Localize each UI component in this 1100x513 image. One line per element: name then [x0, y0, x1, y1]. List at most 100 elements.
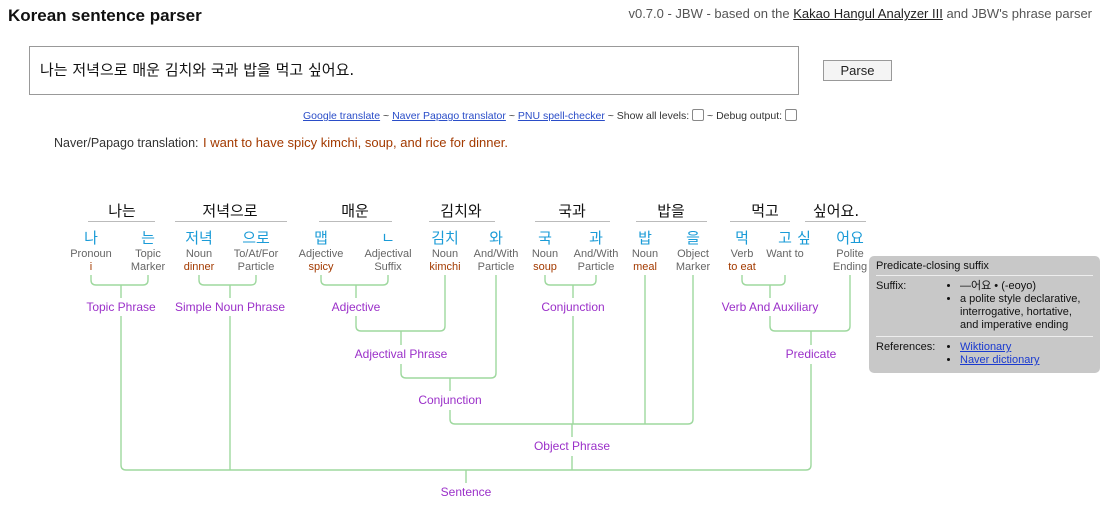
gloss: to eat: [728, 261, 756, 273]
word-label: 싶어요.: [812, 202, 860, 220]
word-label: 저녁으로: [202, 202, 258, 220]
word-underline: [175, 221, 287, 222]
phrase-label: Topic Phrase: [86, 300, 156, 314]
gloss: kimchi: [429, 261, 461, 273]
word-underline: [730, 221, 790, 222]
morpheme[interactable]: 을: [686, 229, 700, 247]
gloss: meal: [633, 261, 657, 273]
part-of-speech: Want to: [766, 248, 804, 260]
part-of-speech: Noun: [531, 248, 559, 260]
sentence-input[interactable]: 나는 저녁으로 매운 김치와 국과 밥을 먹고 싶어요.: [29, 46, 799, 95]
part-of-speech: Verb: [730, 248, 754, 260]
wiktionary-link[interactable]: Wiktionary: [960, 341, 1012, 353]
part-of-speech: Marker: [675, 261, 711, 273]
phrase-label: Predicate: [785, 347, 837, 361]
version-prefix: v0.7.0 - JBW - based on the: [628, 6, 790, 21]
phrase-label: Simple Noun Phrase: [174, 300, 286, 314]
links-separator: ~: [508, 110, 515, 122]
gloss: spicy: [308, 261, 334, 273]
tree-connector: [400, 275, 497, 379]
part-of-speech: Particle: [477, 261, 515, 273]
tree-connector: [198, 275, 257, 286]
show-levels-label: ~ Show all levels:: [607, 110, 690, 122]
tree-connector: [769, 275, 851, 332]
morpheme[interactable]: 저녁: [185, 229, 213, 247]
part-of-speech: Particle: [237, 261, 275, 273]
word-label: 밥을: [657, 202, 685, 220]
tree-connector: [741, 275, 786, 286]
word-label: 김치와: [440, 202, 482, 220]
tree-connector: [544, 275, 597, 286]
word-underline: [429, 221, 495, 222]
tooltip-title: Predicate-closing suffix: [876, 260, 1093, 276]
morpheme[interactable]: 나: [84, 229, 98, 247]
part-of-speech: Adjectival: [364, 248, 412, 260]
morpheme[interactable]: 과: [589, 229, 603, 247]
morpheme[interactable]: 싶: [797, 229, 811, 247]
analyzer-link[interactable]: Kakao Hangul Analyzer III: [793, 6, 943, 21]
morpheme[interactable]: 어요: [836, 229, 864, 247]
word-underline: [805, 221, 866, 222]
papago-link[interactable]: Naver Papago translator: [392, 110, 506, 122]
part-of-speech: Noun: [185, 248, 213, 260]
part-of-speech: Pronoun: [70, 248, 112, 260]
show-levels-checkbox[interactable]: [692, 109, 705, 121]
morpheme[interactable]: 는: [141, 229, 155, 247]
morpheme[interactable]: ㄴ: [381, 229, 395, 247]
app-title: Korean sentence parser: [8, 6, 202, 25]
translation-text: I want to have spicy kimchi, soup, and r…: [203, 135, 508, 150]
part-of-speech: Marker: [130, 261, 166, 273]
word-label: 국과: [558, 202, 586, 220]
morpheme[interactable]: 밥: [638, 229, 652, 247]
morpheme[interactable]: 맵: [314, 229, 328, 247]
phrase-label: Object Phrase: [533, 439, 611, 453]
phrase-label: Sentence: [440, 485, 492, 499]
part-of-speech: Ending: [832, 261, 868, 273]
word-label: 나는: [108, 202, 136, 220]
suffix-item: —어요 • (-eoyo): [960, 280, 1093, 293]
morpheme[interactable]: 고: [778, 229, 792, 247]
google-translate-link[interactable]: Google translate: [303, 110, 381, 122]
morpheme[interactable]: 와: [489, 229, 503, 247]
morpheme[interactable]: 으로: [242, 229, 270, 247]
version-suffix: and JBW's phrase parser: [946, 6, 1092, 21]
tree-connector: [90, 275, 149, 286]
debug-label: ~ Debug output:: [707, 110, 783, 122]
part-of-speech: Object: [677, 248, 709, 260]
part-of-speech: Particle: [577, 261, 615, 273]
gloss: soup: [533, 261, 557, 273]
phrase-label: Verb And Auxiliary: [721, 300, 819, 314]
morpheme[interactable]: 국: [538, 229, 552, 247]
part-of-speech: Noun: [631, 248, 659, 260]
part-of-speech: Adjective: [298, 248, 344, 260]
word-underline: [636, 221, 707, 222]
debug-checkbox[interactable]: [784, 109, 797, 121]
part-of-speech: Topic: [135, 248, 161, 260]
gloss: i: [89, 261, 93, 273]
word-label: 매운: [341, 202, 369, 220]
word-underline: [88, 221, 155, 222]
suffix-label: Suffix:: [876, 280, 907, 292]
phrase-label: Conjunction: [418, 393, 482, 407]
part-of-speech: And/With: [573, 248, 619, 260]
morpheme[interactable]: 김치: [431, 229, 459, 247]
morpheme[interactable]: 먹: [735, 229, 749, 247]
links-separator: ~: [383, 110, 390, 122]
word-underline: [535, 221, 610, 222]
word-underline: [319, 221, 392, 222]
naver-dictionary-link[interactable]: Naver dictionary: [960, 354, 1040, 366]
parse-button[interactable]: Parse: [823, 60, 892, 81]
links-row: Google translate ~ Naver Papago translat…: [0, 109, 1100, 122]
version-info: v0.7.0 - JBW - based on the Kakao Hangul…: [628, 6, 1092, 21]
phrase-label: Conjunction: [541, 300, 605, 314]
gloss: dinner: [183, 261, 215, 273]
phrase-label: Adjective: [331, 300, 381, 314]
spell-checker-link[interactable]: PNU spell-checker: [517, 110, 605, 122]
suffix-item: a polite style declarative, interrogativ…: [960, 293, 1093, 332]
tree-connector: [320, 275, 389, 286]
part-of-speech: Noun: [431, 248, 459, 260]
translation-label: Naver/Papago translation:: [54, 136, 199, 150]
part-of-speech: Suffix: [374, 261, 402, 273]
references-label: References:: [876, 341, 936, 353]
